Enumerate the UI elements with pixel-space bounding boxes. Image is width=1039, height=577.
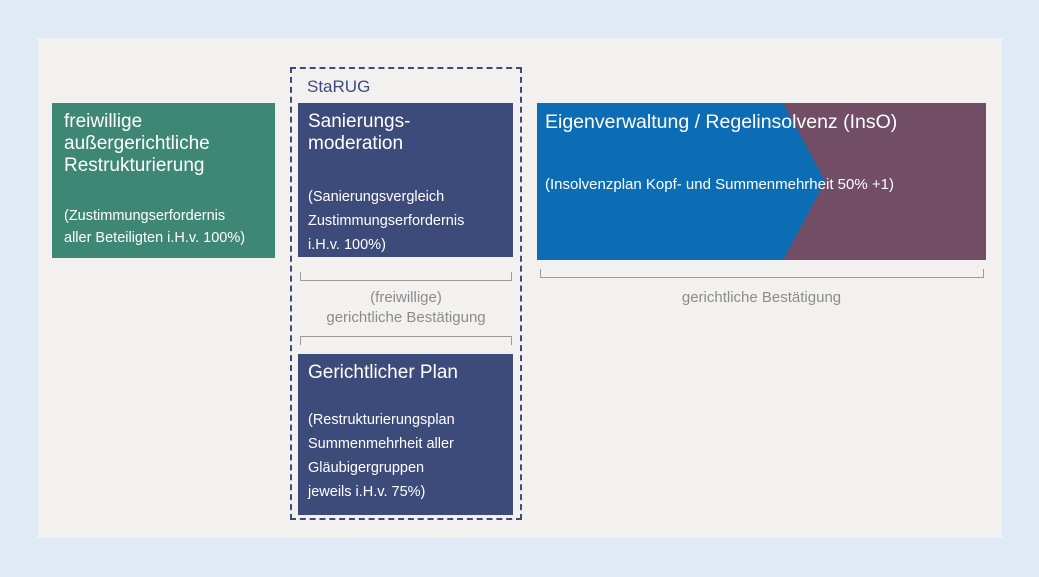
- bracket-up-inso: [540, 269, 984, 278]
- gerichtlicher-plan-title: Gerichtlicher Plan: [308, 362, 458, 383]
- sanierungsmoderation-box: Sanierungs-moderation (Sanierungsverglei…: [298, 103, 513, 257]
- blue-arrow-shape: [537, 103, 826, 260]
- starug-group-frame: StaRUG: [290, 67, 522, 520]
- bracket-down-plan: [300, 336, 512, 345]
- voluntary-court-confirmation-label: (freiwillige)gerichtliche Bestätigung: [326, 289, 486, 326]
- starug-group-label: StaRUG: [307, 77, 371, 96]
- court-confirmation-label: gerichtliche Bestätigung: [681, 289, 842, 306]
- gerichtlicher-plan-box: Gerichtlicher Plan (Restrukturierungspla…: [298, 354, 513, 515]
- sanierungsmoderation-title: Sanierungs-moderation: [308, 111, 411, 154]
- inso-box: Eigenverwaltung / Regelinsolvenz (InsO) …: [537, 103, 986, 260]
- inso-box-content: Eigenverwaltung / Regelinsolvenz (InsO) …: [537, 103, 986, 260]
- bracket-up-moderation: [300, 272, 512, 281]
- inso-title: Eigenverwaltung / Regelinsolvenz (InsO): [545, 111, 898, 133]
- inso-detail: (Insolvenzplan Kopf- und Summenmehrheit …: [545, 176, 894, 193]
